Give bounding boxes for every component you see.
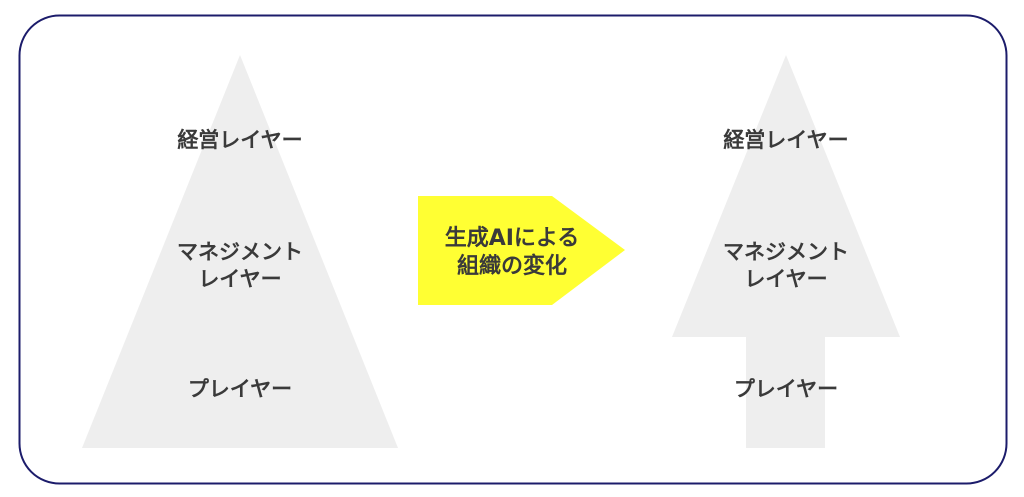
before-middle-label-1: マネジメント <box>177 240 303 264</box>
arrow-after <box>672 55 900 448</box>
pyramid-before <box>82 55 398 448</box>
before-top-label: 経営レイヤー <box>177 128 303 152</box>
transition-label-1: 生成AIによる <box>444 226 580 251</box>
after-top-label: 経営レイヤー <box>723 128 849 152</box>
before-bottom-label: プレイヤー <box>187 377 293 401</box>
transition-arrow <box>418 196 625 305</box>
after-bottom-label: プレイヤー <box>733 377 839 401</box>
before-middle-label-2: レイヤー <box>198 267 282 291</box>
after-middle-label-1: マネジメント <box>723 240 849 264</box>
after-middle-label-2: レイヤー <box>744 267 828 291</box>
transition-label-2: 組織の変化 <box>456 254 568 279</box>
frame-border <box>18 14 1008 485</box>
